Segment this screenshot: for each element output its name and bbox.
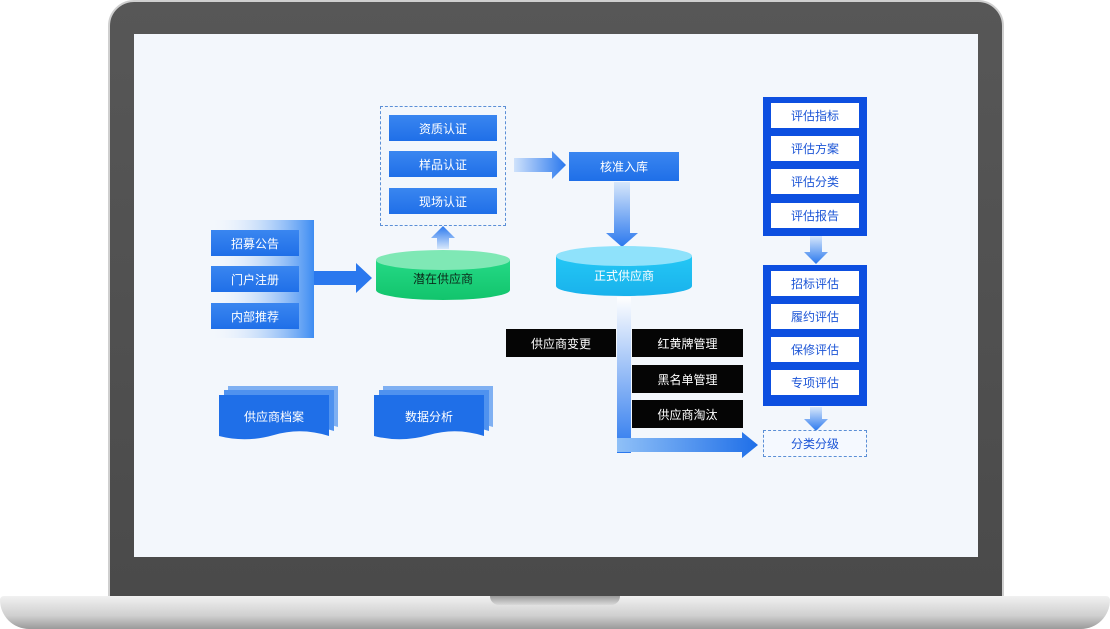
archive-label: 供应商档案	[243, 409, 304, 424]
screen: 招募公告 门户注册 内部推荐 潜在供应商 资质认证 样品认证 现场认证 核准入库…	[134, 34, 978, 557]
arrow-assess-to-class	[804, 407, 828, 431]
assess-special[interactable]: 专项评估	[771, 370, 859, 395]
potential-supplier-label: 潜在供应商	[412, 271, 473, 286]
source-portal-register[interactable]: 门户注册	[211, 266, 299, 292]
arrow-eval-to-assess	[804, 236, 828, 264]
cert-onsite[interactable]: 现场认证	[389, 188, 497, 214]
classification-grading[interactable]: 分类分级	[763, 430, 867, 457]
analysis-doc-stack	[374, 386, 493, 440]
cert-sample[interactable]: 样品认证	[389, 151, 497, 177]
official-supplier-label: 正式供应商	[593, 268, 654, 283]
assess-bidding[interactable]: 招标评估	[771, 271, 859, 296]
supplier-elimination[interactable]: 供应商淘汰	[632, 400, 743, 428]
eval-indicators[interactable]: 评估指标	[771, 103, 859, 128]
eval-category[interactable]: 评估分类	[771, 169, 859, 194]
cert-qualification[interactable]: 资质认证	[389, 115, 497, 141]
arrow-sources-to-potential	[314, 263, 372, 293]
eval-report[interactable]: 评估报告	[771, 203, 859, 228]
red-yellow-card[interactable]: 红黄牌管理	[632, 329, 743, 357]
arrow-potential-to-cert	[431, 226, 455, 249]
laptop-notch	[490, 596, 620, 605]
arrow-approve-to-official	[606, 182, 638, 247]
supplier-change[interactable]: 供应商变更	[506, 329, 616, 357]
analysis-label: 数据分析	[404, 409, 453, 424]
approve-warehousing[interactable]: 核准入库	[569, 152, 679, 181]
assess-warranty[interactable]: 保修评估	[771, 337, 859, 362]
arrow-cert-to-approve	[514, 151, 566, 179]
assess-performance[interactable]: 履约评估	[771, 304, 859, 329]
laptop-base	[0, 596, 1110, 629]
archive-doc-stack	[219, 386, 338, 440]
arrow-to-classification	[617, 432, 758, 458]
official-supplier-cylinder	[556, 246, 692, 296]
source-internal-referral[interactable]: 内部推荐	[211, 303, 299, 329]
blacklist[interactable]: 黑名单管理	[632, 365, 743, 393]
potential-supplier-cylinder	[376, 250, 510, 300]
source-recruit-notice[interactable]: 招募公告	[211, 230, 299, 256]
certification-group	[380, 106, 506, 226]
flow-line-vertical	[617, 297, 631, 453]
eval-plan[interactable]: 评估方案	[771, 136, 859, 161]
